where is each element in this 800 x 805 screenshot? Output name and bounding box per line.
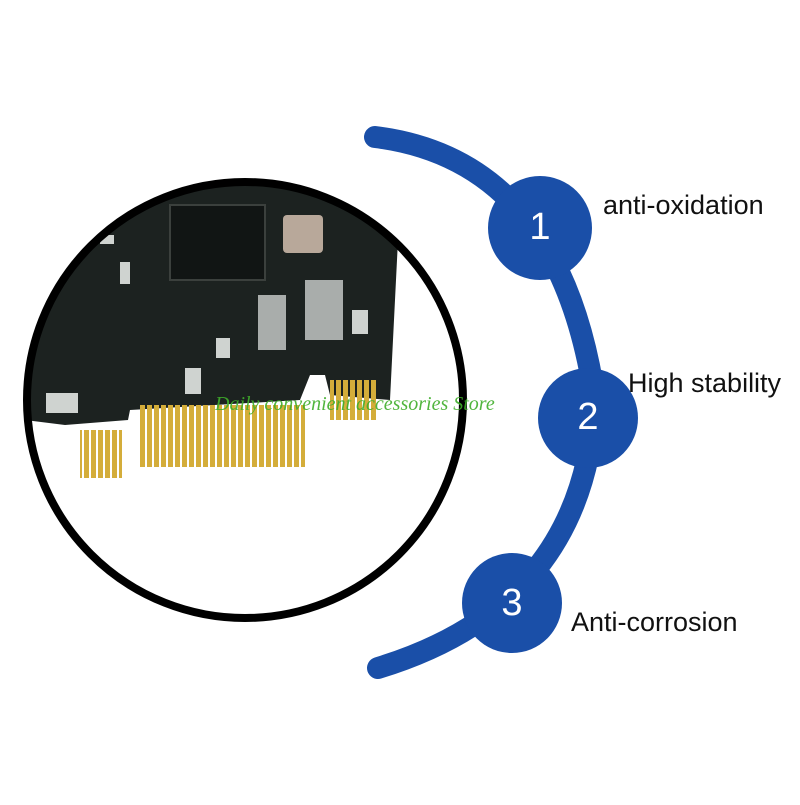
step-circle-2: [538, 368, 638, 468]
feature-label-3: Anti-corrosion: [571, 607, 738, 637]
step-number-2: 2: [577, 396, 599, 438]
feature-label-2: High stability: [628, 368, 782, 398]
step-number-3: 3: [501, 582, 523, 624]
step-circle-1: [488, 176, 592, 280]
store-watermark: Daily convenient accessories Store: [215, 393, 495, 415]
feature-label-1: anti-oxidation: [603, 190, 764, 220]
step-circle-3: [462, 553, 562, 653]
step-number-1: 1: [529, 206, 551, 248]
zoom-ring: [23, 178, 467, 622]
